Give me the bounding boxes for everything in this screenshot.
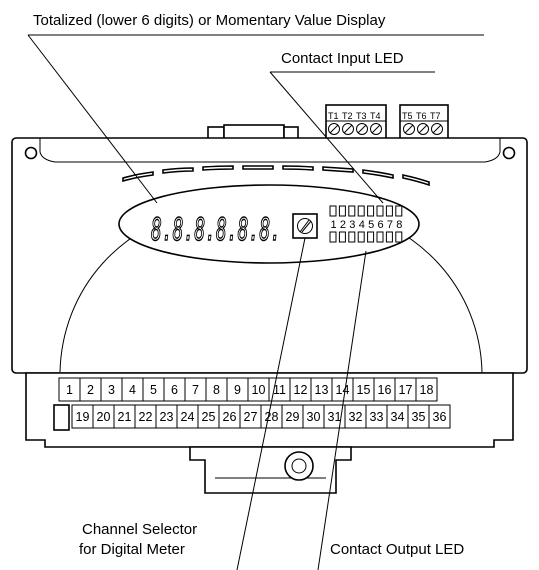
contact-output-led [338,231,346,243]
terminal-number: 3 [108,383,115,397]
terminal-number: 20 [97,410,111,424]
terminal-number: 27 [244,410,258,424]
contact-input-led [395,205,403,217]
terminal-number: 8 [213,383,220,397]
terminal-number: 11 [273,383,286,397]
bottom-mounting-bracket [189,446,352,494]
contact-input-led [329,205,337,217]
leader-contact-output [317,250,367,570]
terminal-label-t7: T7 [430,111,441,121]
leader-lines [27,34,384,570]
terminal-number: 22 [139,410,153,424]
contact-output-led [329,231,337,243]
led-number: 6 [378,219,384,231]
contact-input-led [357,205,365,217]
contact-input-led [367,205,375,217]
bracket-screw-hole [284,451,314,481]
terminal-number: 30 [307,410,321,424]
contact-input-led [338,205,346,217]
terminal-number: 12 [294,383,308,397]
leader-contact-input [269,71,384,204]
terminal-number: 32 [349,410,363,424]
terminal-cell [415,377,438,402]
terminal-number: 21 [118,410,132,424]
terminal-strip-latch [53,404,70,431]
contact-output-led [348,231,356,243]
callout-contact-output-label: Contact Output LED [330,541,464,558]
terminal-number: 16 [378,383,392,397]
terminal-number: 4 [129,383,136,397]
top-terminal-block-right: T5 T6 T7 [399,104,449,141]
terminal-number: 23 [160,410,174,424]
terminal-screw [328,123,382,135]
terminal-number: 29 [286,410,300,424]
mounting-hole-left [24,146,38,160]
contact-output-led [357,231,365,243]
terminal-number: 33 [370,410,384,424]
terminal-number: 1 [66,383,73,397]
terminal-number: 19 [76,410,90,424]
terminal-cell [428,404,451,429]
terminal-label-t3: T3 [356,111,367,121]
contact-output-led [376,231,384,243]
terminal-label-t5: T5 [402,111,413,121]
terminal-label-t1: T1 [328,111,339,121]
terminal-number: 5 [150,383,157,397]
contact-output-led [395,231,403,243]
led-number: 8 [396,219,402,231]
display-panel [118,184,420,264]
terminal-number: 6 [171,383,178,397]
terminal-screw [403,123,443,135]
terminal-number: 24 [181,410,195,424]
contact-input-led [385,205,393,217]
led-number: 4 [359,219,365,231]
top-center-connector [207,124,299,140]
terminal-number: 9 [234,383,241,397]
top-terminal-block-left: T1 T2 T3 T4 [325,104,387,141]
leader-channel-selector [236,237,306,570]
channel-selector-knob[interactable] [292,213,318,239]
terminal-label-t4: T4 [370,111,381,121]
terminal-number: 15 [357,383,371,397]
terminal-number: 14 [336,383,350,397]
mounting-hole-right [502,146,516,160]
terminal-number: 10 [252,383,266,397]
terminal-number: 2 [87,383,94,397]
callout-channel-selector-label-1: Channel Selector [82,521,197,538]
contact-input-led [348,205,356,217]
seven-segment-display: 8.8.8.8.8.8. [151,212,281,248]
terminal-number: 18 [420,383,434,397]
led-number: 3 [349,219,355,231]
terminal-number: 13 [315,383,329,397]
contact-output-led [367,231,375,243]
terminal-number: 35 [412,410,426,424]
led-number: 2 [340,219,346,231]
terminal-number: 28 [265,410,279,424]
callout-contact-input-label: Contact Input LED [281,50,404,67]
vent-slots [122,165,430,187]
terminal-number: 34 [391,410,405,424]
leader-display [27,34,158,204]
led-number: 1 [331,219,337,231]
terminal-number: 36 [433,410,447,424]
led-number: 7 [387,219,393,231]
contact-input-led [376,205,384,217]
terminal-number: 25 [202,410,216,424]
terminal-number: 7 [192,383,199,397]
terminal-label-t2: T2 [342,111,353,121]
contact-output-led [385,231,393,243]
callout-channel-selector-label-2: for Digital Meter [79,541,185,558]
terminal-number: 26 [223,410,237,424]
led-number: 5 [368,219,374,231]
terminal-label-t6: T6 [416,111,427,121]
terminal-number: 31 [328,410,342,424]
callout-display-label: Totalized (lower 6 digits) or Momentary … [33,12,386,29]
terminal-number: 17 [399,383,413,397]
